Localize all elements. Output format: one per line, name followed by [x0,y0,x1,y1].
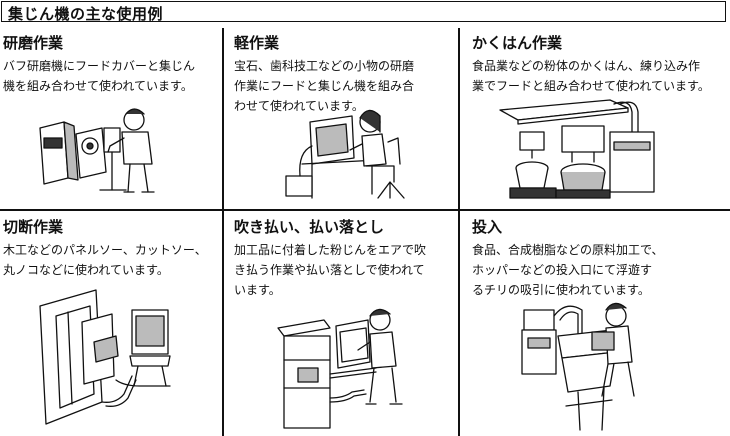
case-stirring: かくはん作業 食品業などの粉体のかくはん、練り込み作業でフードと組み合わせて使わ… [472,34,710,96]
case-light-work: 軽作業 宝石、歯科技工などの小物の研磨作業にフードと集じん機を組み合わせて使われ… [234,34,414,116]
case-description: 食品、合成樹脂などの原料加工で、ホッパーなどの投入口にて浮遊するチリの吸引に使わ… [472,243,664,297]
case-title: かくはん作業 [472,34,563,52]
divider-v2 [458,28,460,436]
case-title: 軽作業 [234,34,280,52]
case-cutting: 切断作業 木工などのパネルソー、カットソー、丸ノコなどに使われています。 [3,218,207,280]
case-polishing: 研磨作業 バフ研磨機にフードカバーと集じん機を組み合わせて使われています。 [3,34,195,96]
divider-v1 [222,28,224,436]
case-description: バフ研磨機にフードカバーと集じん機を組み合わせて使われています。 [3,59,196,93]
case-description: 加工品に付着した粉じんをエアで吹き払う作業や払い落としで使われています。 [234,243,427,297]
stirring-illustration [499,99,655,199]
page-title: 集じん機の主な使用例 [8,5,164,23]
case-blowing: 吹き払い、払い落とし 加工品に付着した粉じんをエアで吹き払う作業や払い落としで使… [234,218,426,300]
light-work-illustration [285,109,405,199]
case-title: 投入 [472,218,503,236]
case-title: 切断作業 [3,218,64,236]
cutting-illustration [39,289,171,425]
case-title: 研磨作業 [3,34,64,52]
case-title: 吹き払い、払い落とし [234,218,385,236]
case-feeding: 投入 食品、合成樹脂などの原料加工で、ホッパーなどの投入口にて浮遊するチリの吸引… [472,218,664,300]
header-bar: 集じん機の主な使用例 [1,1,726,23]
case-description: 木工などのパネルソー、カットソー、丸ノコなどに使われています。 [3,243,207,277]
case-description: 食品業などの粉体のかくはん、練り込み作業でフードと組み合わせて使われています。 [472,59,710,93]
polishing-illustration [39,108,155,193]
divider-h [0,209,730,211]
blowing-illustration [277,308,403,429]
feeding-illustration [521,302,635,431]
case-description: 宝石、歯科技工などの小物の研磨作業にフードと集じん機を組み合わせて使われています… [234,59,415,113]
